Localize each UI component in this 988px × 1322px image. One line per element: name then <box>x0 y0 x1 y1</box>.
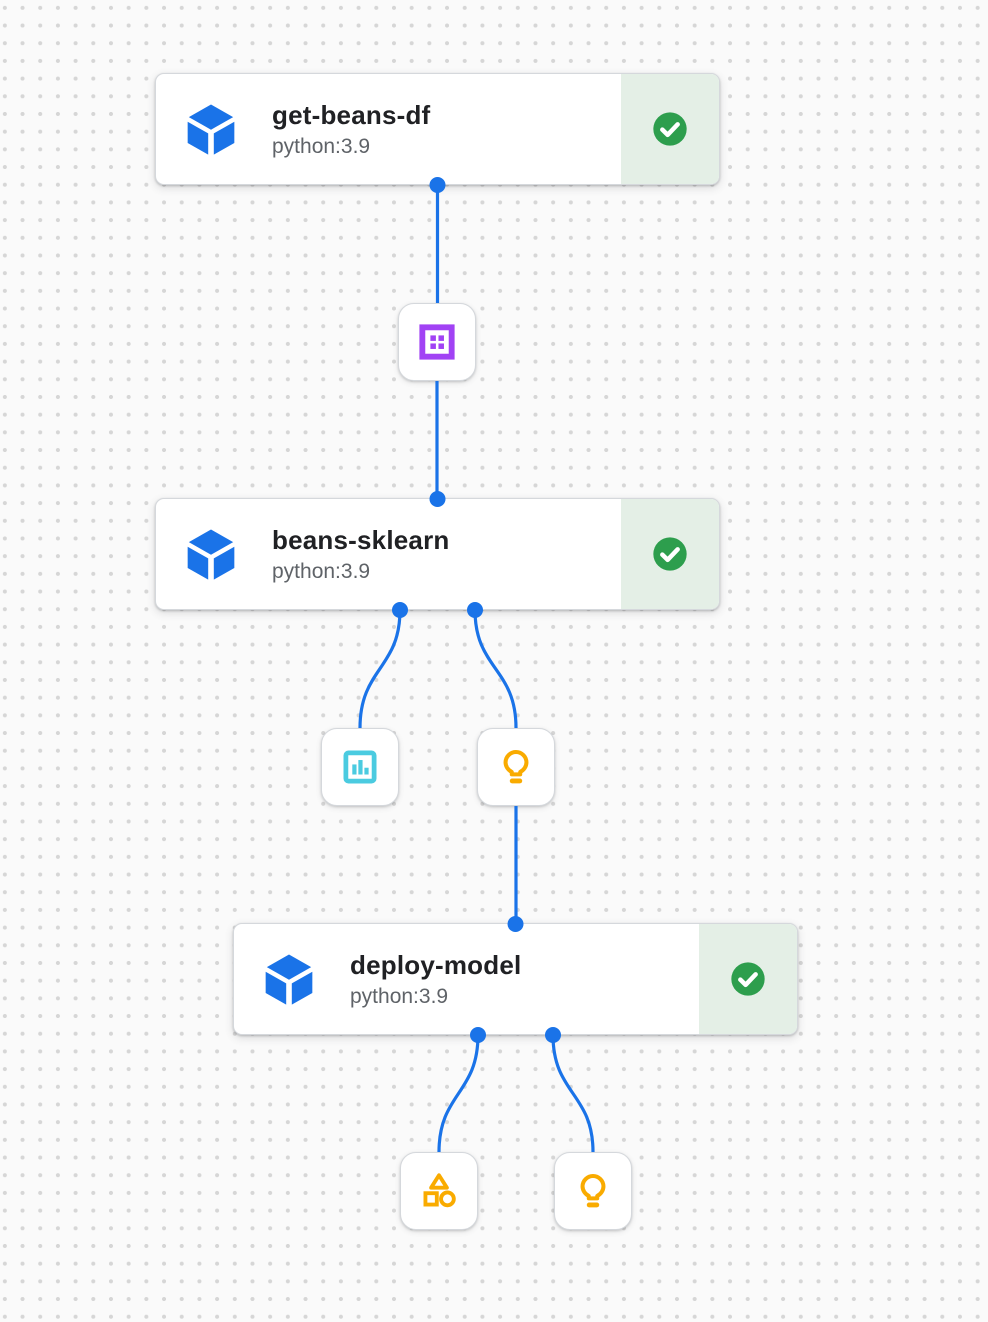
task-text-block: beans-sklearn python:3.9 <box>272 523 621 586</box>
check-circle-icon <box>650 534 690 574</box>
task-text-block: get-beans-df python:3.9 <box>272 98 621 161</box>
model-icon <box>571 1169 615 1213</box>
task-node-beans-sklearn[interactable]: beans-sklearn python:3.9 <box>155 498 720 610</box>
task-title: deploy-model <box>350 949 522 980</box>
cube-icon <box>183 526 239 582</box>
task-node-get-beans-df[interactable]: get-beans-df python:3.9 <box>155 73 720 185</box>
task-title: get-beans-df <box>272 99 431 130</box>
model-icon <box>494 745 538 789</box>
status-panel <box>621 74 719 184</box>
task-subtitle: python:3.9 <box>350 984 449 1008</box>
artifact-node-dataset[interactable] <box>398 303 476 381</box>
artifact-icon <box>417 1169 461 1213</box>
task-subtitle: python:3.9 <box>272 559 371 583</box>
cube-icon <box>261 951 317 1007</box>
edge-deploy-model-to-model <box>551 1034 595 1153</box>
dataset-icon <box>415 320 459 364</box>
artifact-node-model[interactable] <box>554 1152 632 1230</box>
task-node-deploy-model[interactable]: deploy-model python:3.9 <box>233 923 798 1035</box>
cube-icon <box>183 101 239 157</box>
edge-beans-sklearn-to-metrics <box>358 609 402 729</box>
artifact-node-model[interactable] <box>477 728 555 806</box>
edge-beans-sklearn-to-model <box>473 609 518 729</box>
check-circle-icon <box>650 109 690 149</box>
artifact-node-artifact[interactable] <box>400 1152 478 1230</box>
artifact-node-metrics[interactable] <box>321 728 399 806</box>
metrics-icon <box>338 745 382 789</box>
task-title: beans-sklearn <box>272 524 450 555</box>
status-panel <box>621 499 719 609</box>
check-circle-icon <box>728 959 768 999</box>
task-subtitle: python:3.9 <box>272 134 371 158</box>
edge-deploy-model-to-artifact <box>437 1034 480 1153</box>
task-text-block: deploy-model python:3.9 <box>350 948 699 1011</box>
status-panel <box>699 924 797 1034</box>
